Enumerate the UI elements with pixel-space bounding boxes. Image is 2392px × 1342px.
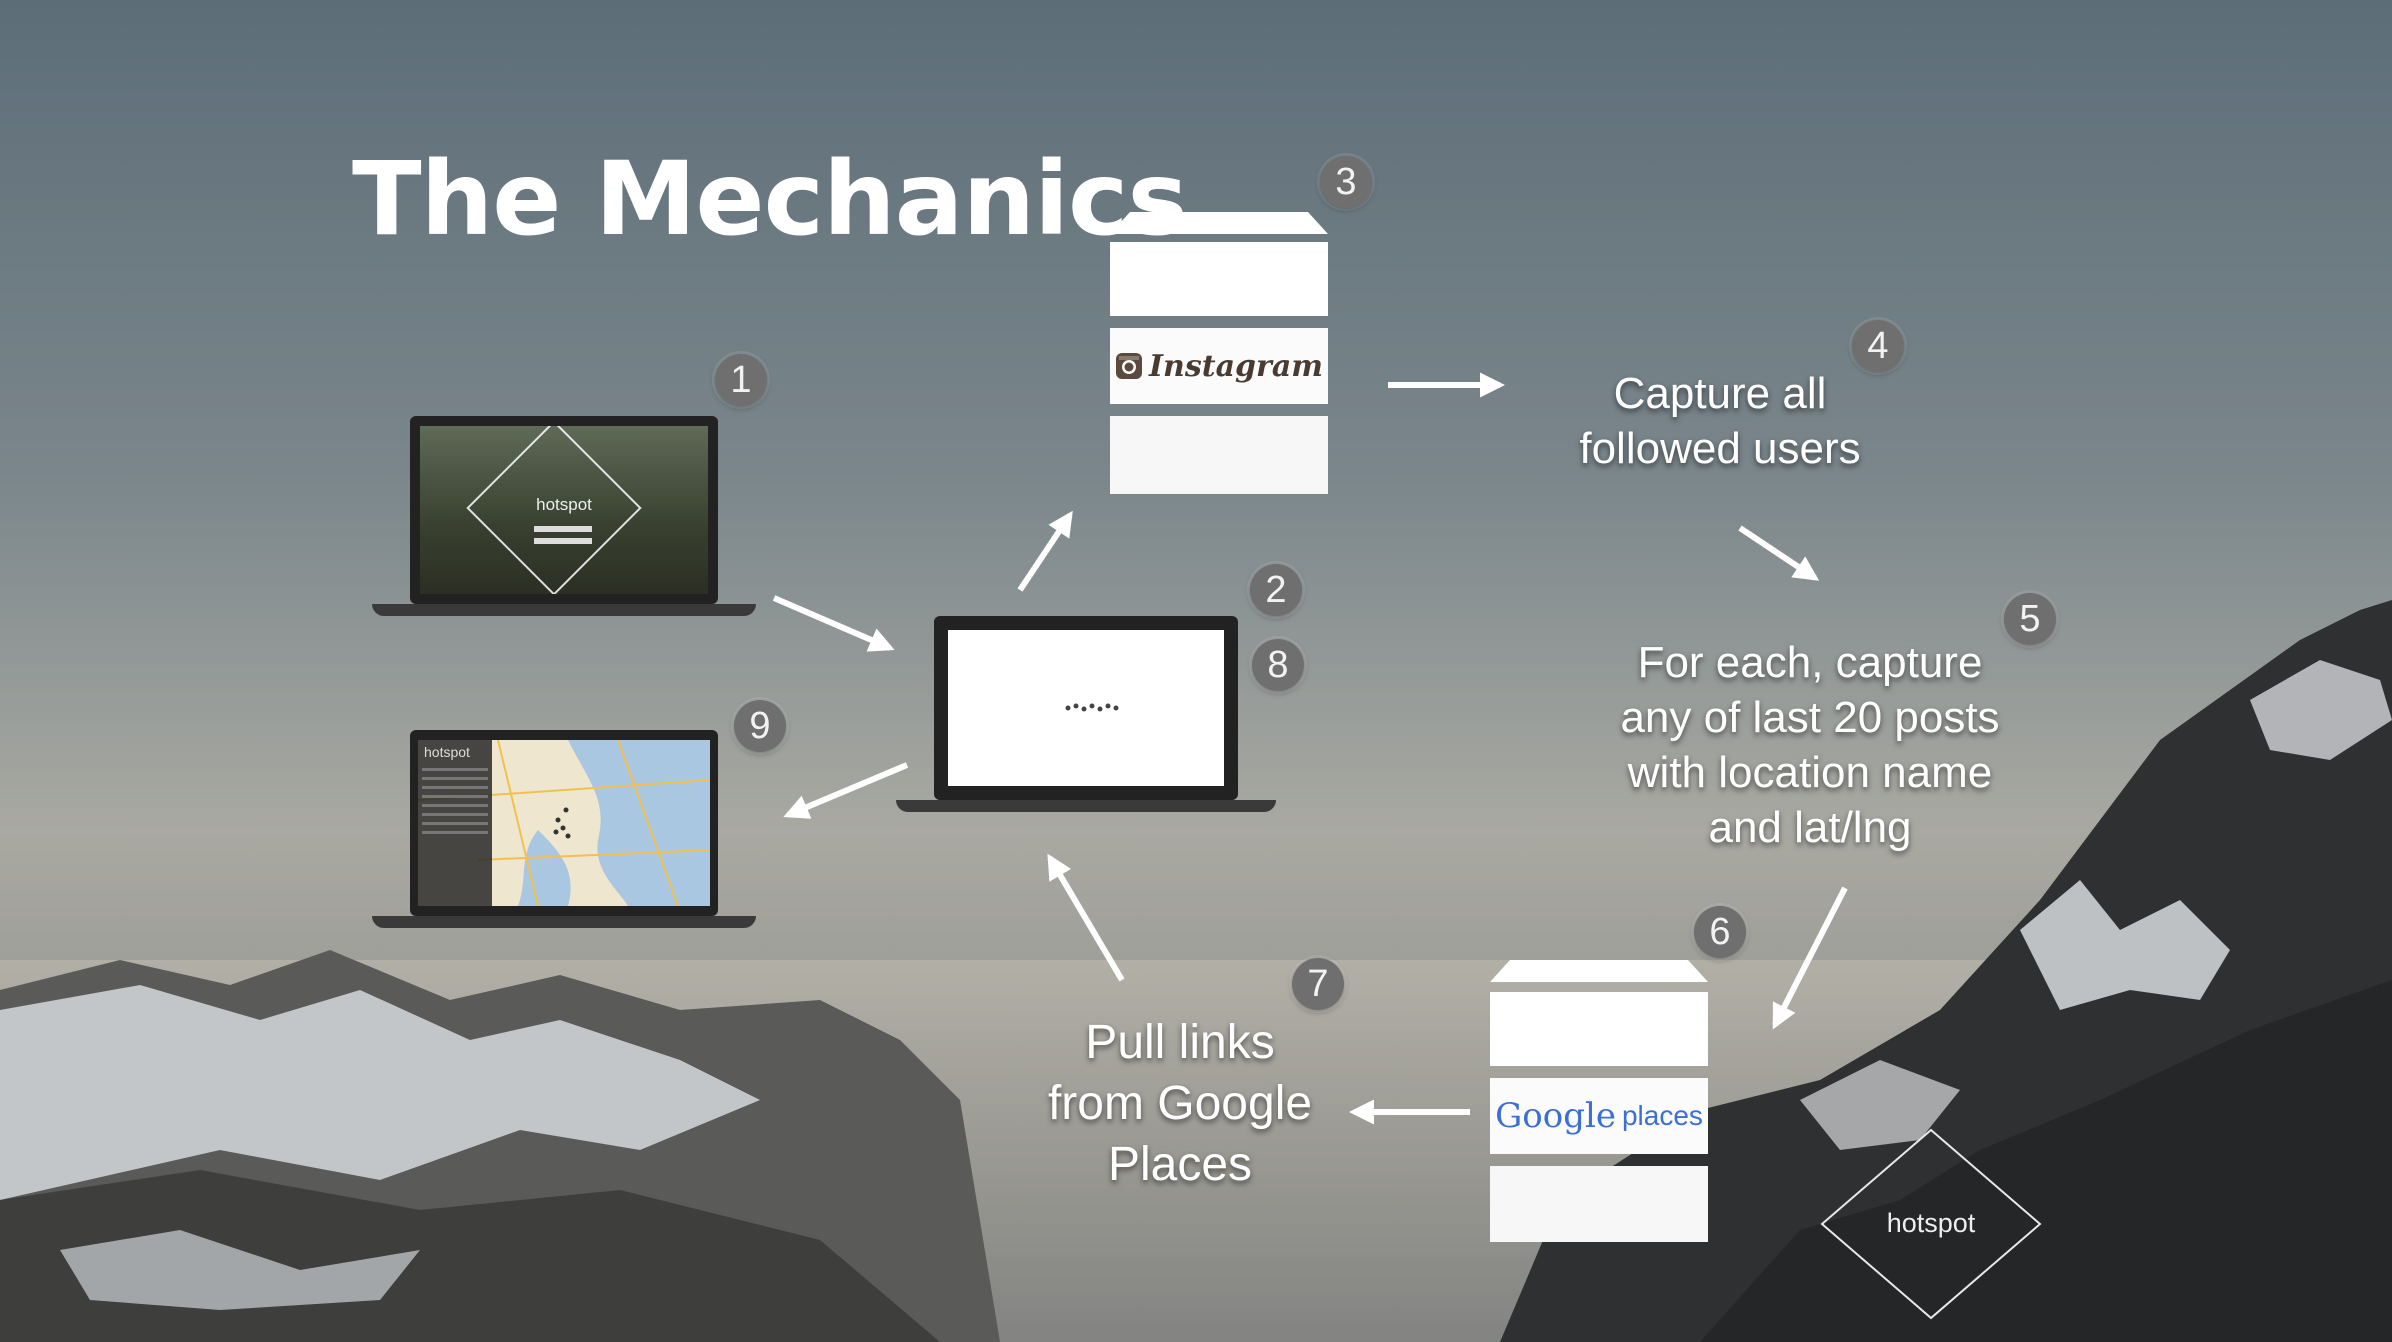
step-badge-1: 1	[715, 354, 767, 406]
stack-lid	[1110, 212, 1328, 234]
places-wordmark: places	[1621, 1100, 1703, 1131]
brand-mark-text: hotspot	[1886, 1208, 1976, 1238]
laptop-map: hotspot	[372, 730, 756, 930]
laptop-screen: hotspot	[410, 416, 718, 604]
step-badge-6: 6	[1694, 906, 1746, 958]
instagram-camera-icon	[1116, 353, 1142, 379]
step-badge-2: 2	[1250, 564, 1302, 616]
arrow-2-to-3	[1017, 510, 1073, 592]
instagram-wordmark: Instagram	[1149, 348, 1323, 384]
arrow-7-to-8	[1047, 853, 1125, 982]
instagram-logo-layer: Instagram	[1110, 328, 1328, 404]
step-badge-7: 7	[1292, 958, 1344, 1010]
step-badge-4: 4	[1852, 320, 1904, 372]
laptop-screen	[934, 616, 1238, 800]
loading-screen	[948, 630, 1224, 786]
google-places-api-stack: Google places	[1490, 960, 1708, 1242]
laptop-screen: hotspot	[410, 730, 718, 916]
arrow-8-to-9	[783, 762, 909, 819]
laptop-base	[896, 800, 1276, 812]
stack-layer-bottom	[1110, 416, 1328, 494]
step-7-line-2: from Google	[1047, 1077, 1313, 1130]
step-5-line-1: For each, capture	[1637, 638, 1983, 687]
username-field	[534, 526, 592, 532]
arrow-5-to-6	[1772, 886, 1848, 1030]
step-5-line-3: with location name	[1627, 748, 1993, 797]
step-5-line-4: and lat/lng	[1708, 803, 1912, 852]
step-badge-9: 9	[734, 700, 786, 752]
step-badge-3: 3	[1320, 156, 1372, 208]
places-sidebar: hotspot	[418, 740, 492, 906]
instagram-api-stack: Instagram	[1110, 212, 1328, 494]
map-view: hotspot	[418, 740, 710, 906]
step-5-line-2: any of last 20 posts	[1620, 693, 2000, 742]
step-4-line-2: followed users	[1579, 424, 1861, 473]
stack-layer-top	[1490, 992, 1708, 1066]
laptop-login: hotspot	[372, 416, 756, 618]
step-4-line-1: Capture all	[1613, 369, 1827, 418]
step-badge-5: 5	[2004, 593, 2056, 645]
stack-layer-top	[1110, 242, 1328, 316]
diamond-outline-icon	[1820, 1128, 2042, 1320]
password-field	[534, 538, 592, 544]
google-wordmark: Google	[1495, 1096, 1616, 1136]
stack-layer-bottom	[1490, 1166, 1708, 1242]
step-7-line-1: Pull links	[1085, 1016, 1275, 1069]
step-7-label: Pull links from Google Places	[1000, 1012, 1360, 1195]
laptop-loading	[896, 616, 1276, 814]
arrow-4-to-5	[1738, 525, 1820, 581]
hotspot-wordmark: hotspot	[536, 495, 592, 514]
step-5-label: For each, capture any of last 20 posts w…	[1560, 635, 2060, 855]
sidebar-brand: hotspot	[424, 744, 470, 760]
hotspot-brand-mark: hotspot	[1820, 1128, 2042, 1320]
laptop-base	[372, 916, 756, 928]
forest-photo: hotspot	[420, 426, 708, 594]
google-places-logo-layer: Google places	[1490, 1078, 1708, 1154]
arrow-1-to-2	[772, 595, 895, 652]
loading-dots-icon	[1065, 703, 1119, 712]
step-7-line-3: Places	[1107, 1138, 1253, 1191]
step-badge-8: 8	[1252, 639, 1304, 691]
slide-title: The Mechanics	[352, 140, 1188, 259]
step-4-label: Capture all followed users	[1520, 366, 1920, 476]
stack-lid	[1490, 960, 1708, 982]
laptop-base	[372, 604, 756, 616]
